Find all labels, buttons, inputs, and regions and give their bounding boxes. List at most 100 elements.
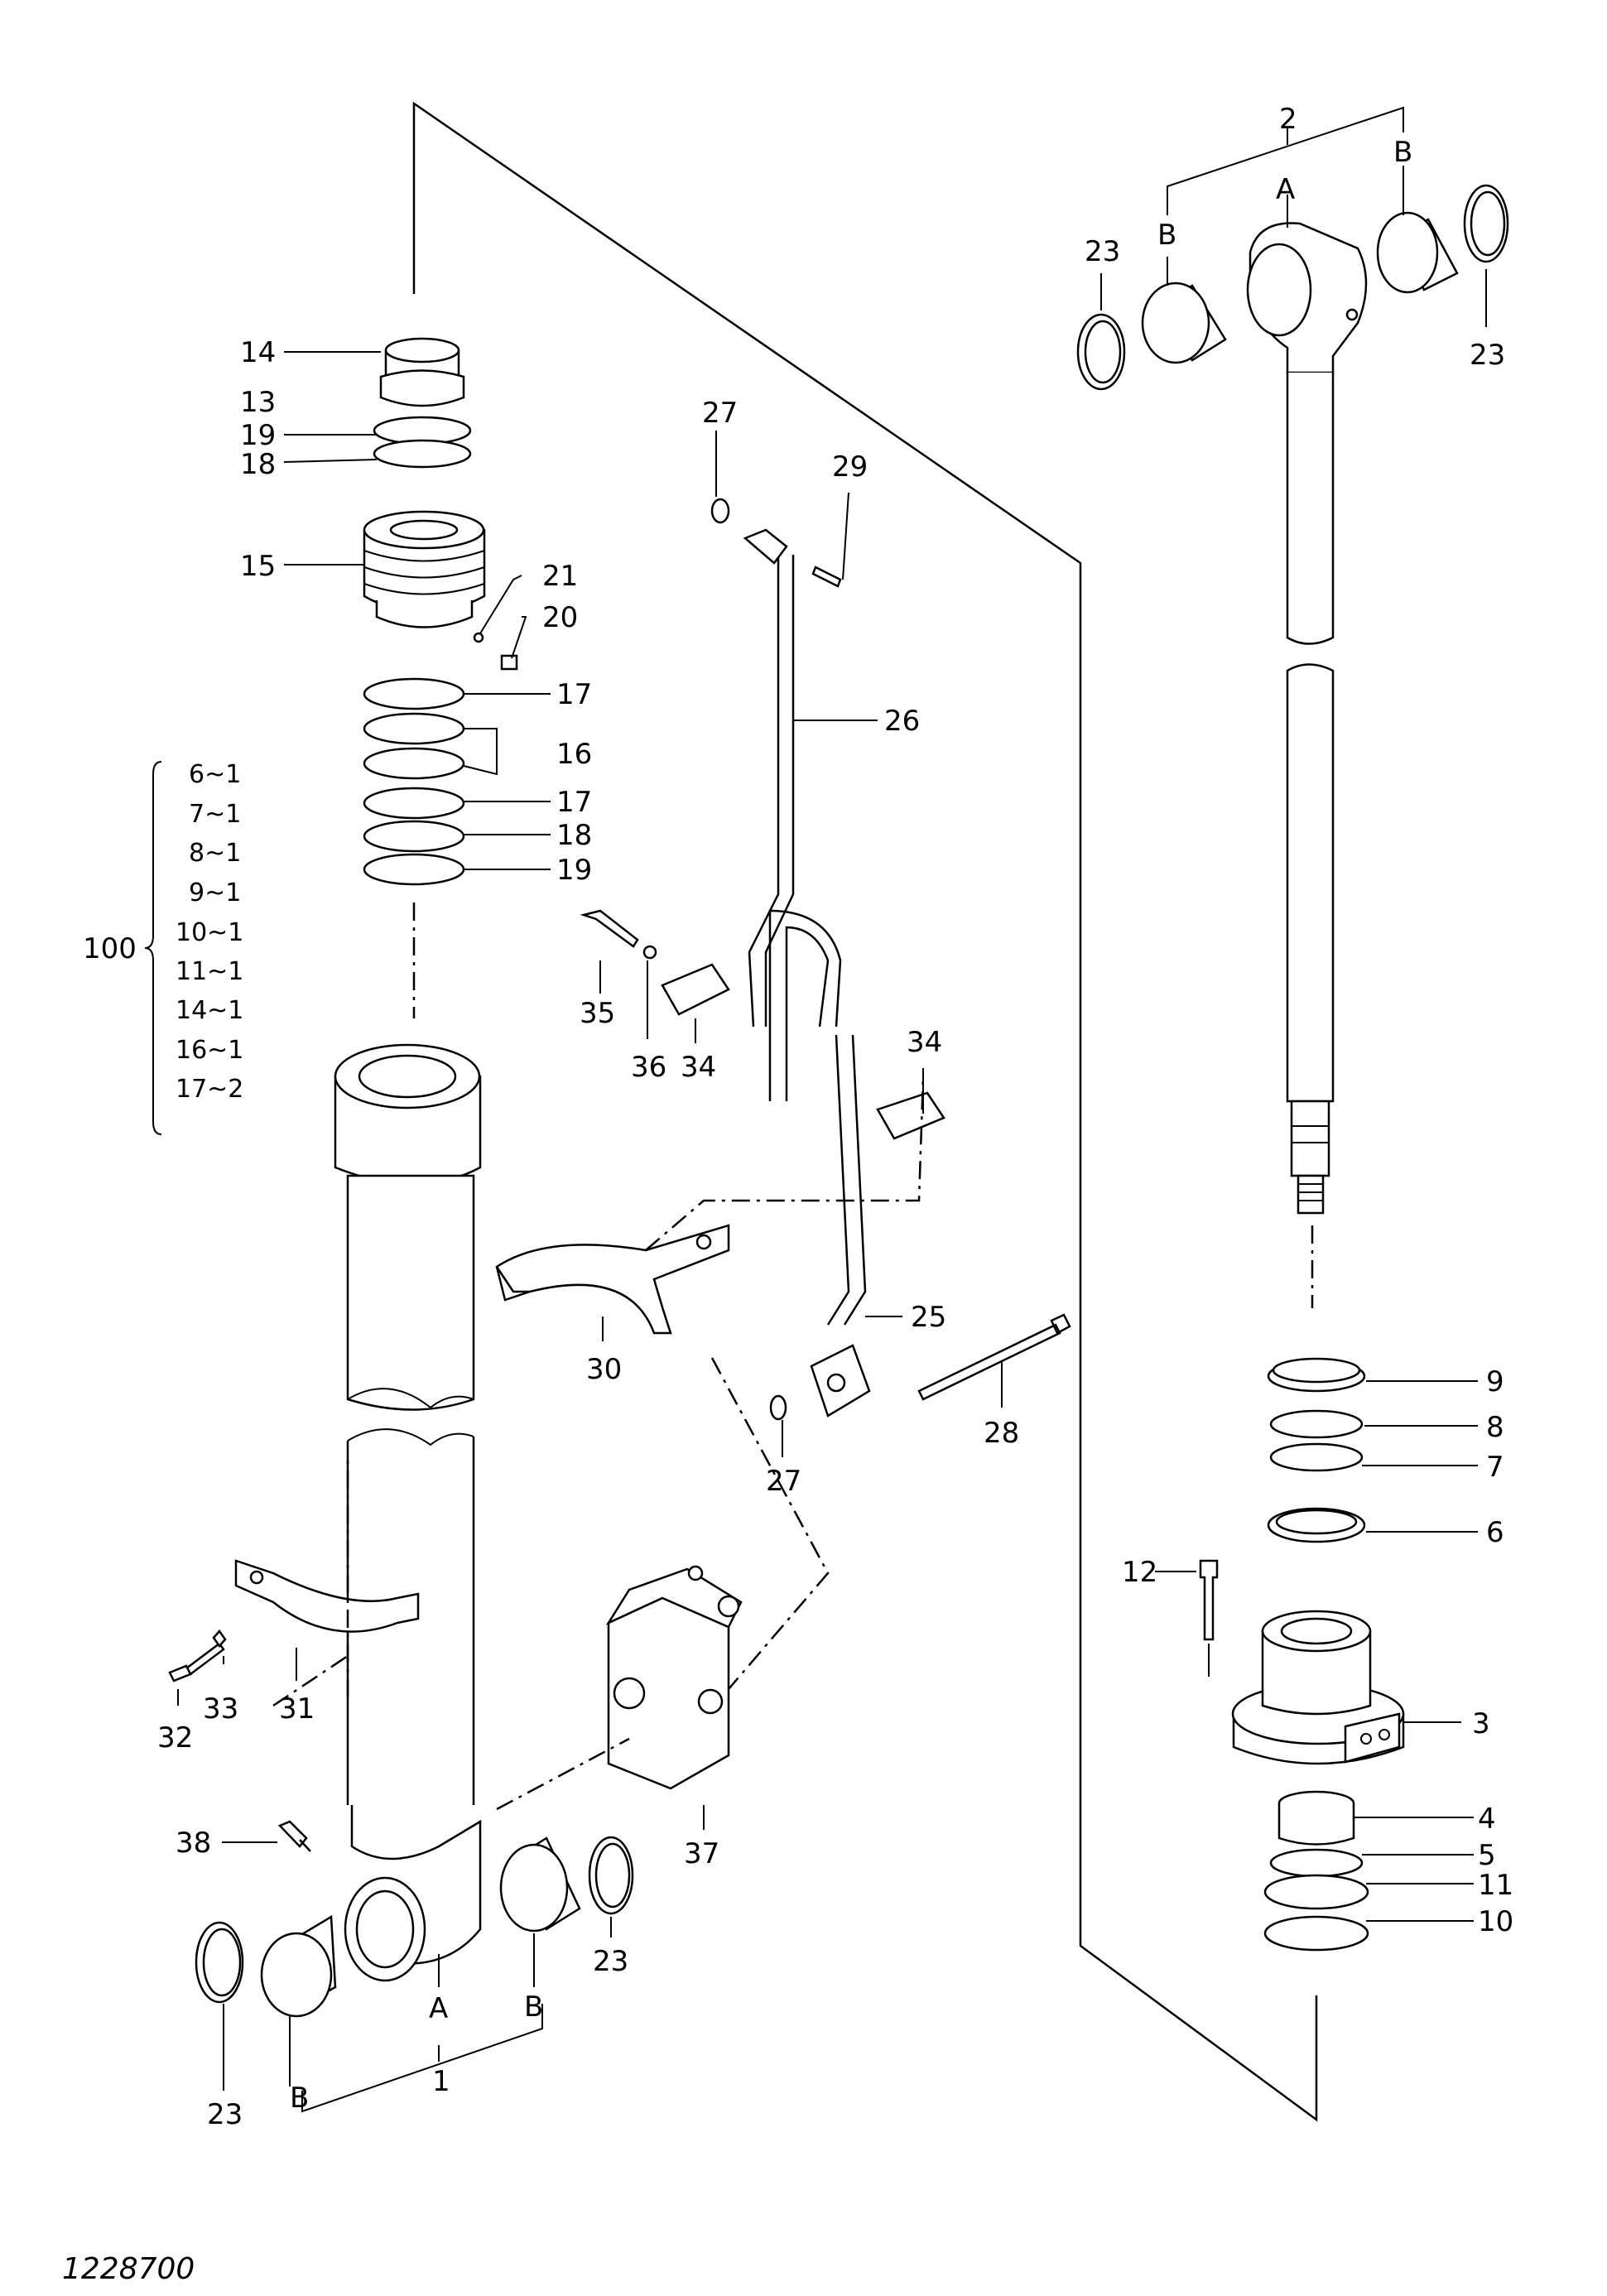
callout-27: 27 [702,397,738,430]
kit-item: 7~1 [189,800,241,829]
callout-b: B [524,1990,543,2024]
part-36-washer [642,945,657,960]
part-27-oring-upper [710,498,730,524]
kit-item: 14~1 [176,996,243,1025]
part-25-tube [768,909,871,1418]
part-21-ball [473,632,484,643]
callout-23: 23 [1085,235,1120,268]
part-20-set-screw [500,654,518,671]
frame-line [412,101,1318,2122]
part-17-16-18-19-piston-rings [363,677,465,886]
callout-9: 9 [1486,1365,1504,1398]
callout-20: 20 [542,601,578,634]
part-38-grease-fitting [277,1820,311,1852]
callout-7: 7 [1486,1451,1504,1484]
callout-b: B [290,2082,309,2115]
part-1-cylinder-tube [334,1043,482,1982]
kit-100-brace [144,761,162,1135]
callout-5: 5 [1478,1839,1496,1872]
part-29-bolt [811,566,842,588]
part-9-8-7-6-seals [1267,1357,1366,1543]
callout-30: 30 [586,1353,622,1386]
callout-10: 10 [1478,1905,1513,1938]
part-2-piston-rod [1246,222,1368,1215]
part-23-seal-top-right [1463,184,1509,263]
callout-16: 16 [556,738,592,771]
part-34-clamp [661,963,945,1140]
kit-item: 8~1 [189,839,241,868]
callout-13: 13 [240,386,276,419]
part-33-washer [212,1629,227,1649]
part-b-bushing-bottom-left [260,1914,337,2018]
part-28-bolt [917,1313,1071,1401]
callout-23: 23 [207,2098,243,2131]
part-26-tube [743,528,795,1028]
kit-item: 6~1 [189,760,241,789]
callout-labels: 14 13 19 18 15 21 20 17 16 17 18 19 27 2… [157,103,1513,2131]
callout-31: 31 [279,1692,315,1726]
part-b-bushing-bottom-right [499,1836,581,1933]
callout-12: 12 [1122,1556,1157,1589]
callout-3: 3 [1472,1707,1490,1740]
callout-11: 11 [1478,1869,1513,1902]
part-12-bolt [1199,1559,1219,1641]
part-3-rod-cover [1231,1610,1405,1765]
callout-29: 29 [832,450,868,484]
callout-18: 18 [556,819,592,852]
callout-34: 34 [907,1026,942,1059]
callout-b: B [1157,219,1176,252]
callout-a: A [1276,173,1295,206]
leader-lines [177,166,1487,2091]
callout-37: 37 [684,1837,719,1870]
callout-28: 28 [984,1417,1019,1450]
assembly-guide-lines [272,1076,925,1811]
callout-38: 38 [176,1827,211,1860]
part-23-seal-bottom-left [195,1921,244,2004]
kit-item: 9~1 [189,878,241,907]
part-15-piston [363,510,486,628]
callout-25: 25 [911,1301,946,1334]
callout-34: 34 [681,1051,716,1084]
callout-36: 36 [631,1051,666,1084]
callout-17: 17 [556,786,592,819]
callout-21: 21 [542,560,578,593]
callout-6: 6 [1486,1516,1504,1549]
bracket-1 [301,2004,543,2113]
part-31-clamp [234,1559,420,1633]
callout-8: 8 [1486,1411,1504,1444]
part-b-bushing-top-left [1141,282,1227,364]
drawing-number: 1228700 [62,2252,195,2286]
kit-item: 16~1 [176,1036,243,1065]
callout-32: 32 [157,1721,193,1754]
callout-b: B [1393,136,1412,169]
kit-100-list: 100 6~1 7~1 8~1 9~1 10~1 11~1 14~1 16~1 … [83,760,243,1104]
callout-1: 1 [432,2065,450,2098]
callout-18: 18 [240,448,276,481]
part-30-clamp [495,1224,730,1335]
part-19-18-rings-upper [373,416,472,469]
callout-2: 2 [1279,103,1297,136]
part-32-bolt [168,1642,225,1682]
callout-27: 27 [766,1465,801,1498]
callout-33: 33 [203,1692,238,1726]
part-27-oring-lower [769,1394,787,1421]
callout-23: 23 [1470,339,1505,372]
part-14-bushing [379,337,465,407]
kit-item: 10~1 [176,918,243,947]
part-23-seal-bottom-right [588,1836,634,1915]
callout-4: 4 [1478,1803,1496,1836]
part-4-5-11-10-seals [1263,1790,1369,1952]
callout-26: 26 [884,705,920,738]
callout-14: 14 [240,336,276,369]
part-23-seal-top-left [1076,313,1126,391]
part-35-bolt [580,909,639,948]
callout-15: 15 [240,550,276,583]
part-37-valve-block [605,1565,743,1790]
kit-item: 11~1 [176,957,243,986]
callout-a: A [429,1992,448,2025]
kit-item: 17~2 [176,1075,243,1104]
callout-35: 35 [580,997,615,1030]
bracket-2 [1167,106,1404,215]
kit-number: 100 [83,932,137,965]
